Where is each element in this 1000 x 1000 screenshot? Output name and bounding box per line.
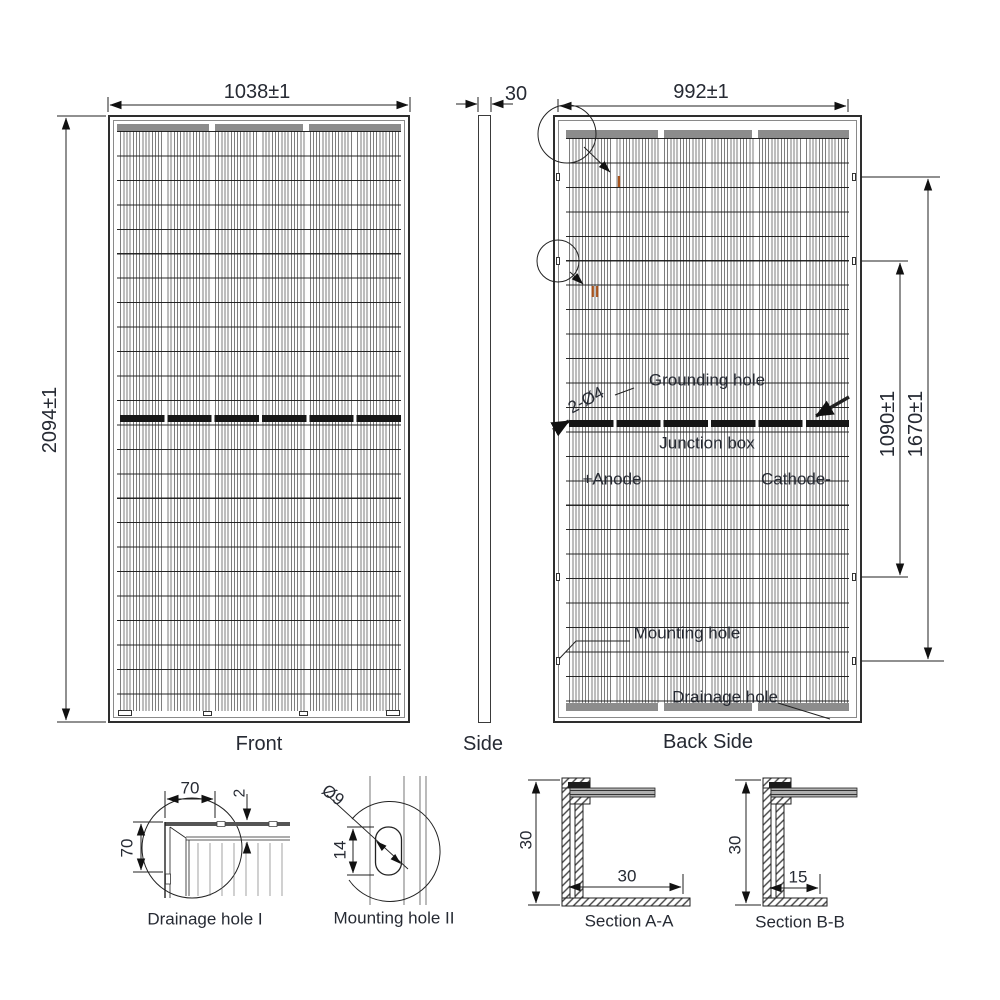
junction-box-label: Junction box — [659, 433, 755, 453]
anode-label: +Anode — [582, 469, 642, 489]
front-drainage-hole — [203, 711, 212, 716]
mounting-hole — [852, 573, 856, 581]
front-view-caption: Front — [235, 733, 283, 755]
grounding-hole-label: Grounding hole — [648, 370, 766, 390]
mounting-hole — [852, 657, 856, 665]
section-aa-height-dim: 30 — [516, 830, 536, 850]
drainage-detail-caption: Drainage hole I — [147, 909, 263, 929]
mounting-hole — [852, 257, 856, 265]
drainage-hole-label: Drainage hole — [672, 687, 778, 707]
front-width-dimension: 1038±1 — [223, 81, 291, 103]
side-view-profile — [478, 115, 491, 723]
drainage-detail-width-dim: 70 — [180, 778, 200, 798]
cathode-label: Cathode- — [761, 469, 831, 489]
side-view-caption: Side — [462, 733, 504, 755]
front-height-dimension: 2094±1 — [39, 386, 61, 454]
back-view-caption: Back Side — [662, 731, 754, 753]
mounting-hole — [556, 173, 560, 181]
detail-marker-mounting: II — [590, 284, 600, 301]
front-drainage-hole — [299, 711, 308, 716]
drainage-detail-height-dim: 70 — [117, 838, 137, 858]
mounting-detail-diameter-dim: Ø9 — [318, 780, 348, 810]
junction-box-bar — [566, 420, 849, 427]
section-aa-caption: Section A-A — [584, 911, 674, 931]
mounting-hole — [556, 657, 560, 665]
front-top-rail — [117, 124, 401, 131]
section-bb-height-dim: 30 — [725, 835, 745, 855]
front-drainage-hole — [118, 710, 132, 716]
section-bb-flange-dim: 15 — [788, 867, 808, 887]
detail-marker-drainage: I — [616, 174, 622, 191]
mount-span-outer-dimension: 1670±1 — [905, 390, 927, 458]
section-aa-flange-dim: 30 — [617, 866, 637, 886]
back-top-rail — [566, 130, 849, 138]
front-drainage-hole — [386, 710, 400, 716]
back-width-dimension: 992±1 — [673, 81, 729, 103]
mounting-detail-length-dim: 14 — [330, 840, 350, 860]
section-bb-caption: Section B-B — [755, 912, 845, 932]
mounting-hole — [556, 257, 560, 265]
mounting-detail-caption: Mounting hole II — [333, 908, 455, 928]
back-view-inner-frame — [558, 120, 857, 718]
front-view-inner-frame — [113, 120, 405, 718]
mount-span-inner-dimension: 1090±1 — [877, 390, 899, 458]
mounting-hole — [852, 173, 856, 181]
mounting-hole-label: Mounting hole — [633, 623, 741, 643]
front-middle-band — [117, 415, 401, 422]
side-thickness-dimension: 30 — [504, 83, 528, 105]
drainage-detail-step-dim: 2 — [231, 788, 249, 798]
mounting-hole — [556, 573, 560, 581]
back-bottom-rail — [566, 703, 849, 711]
